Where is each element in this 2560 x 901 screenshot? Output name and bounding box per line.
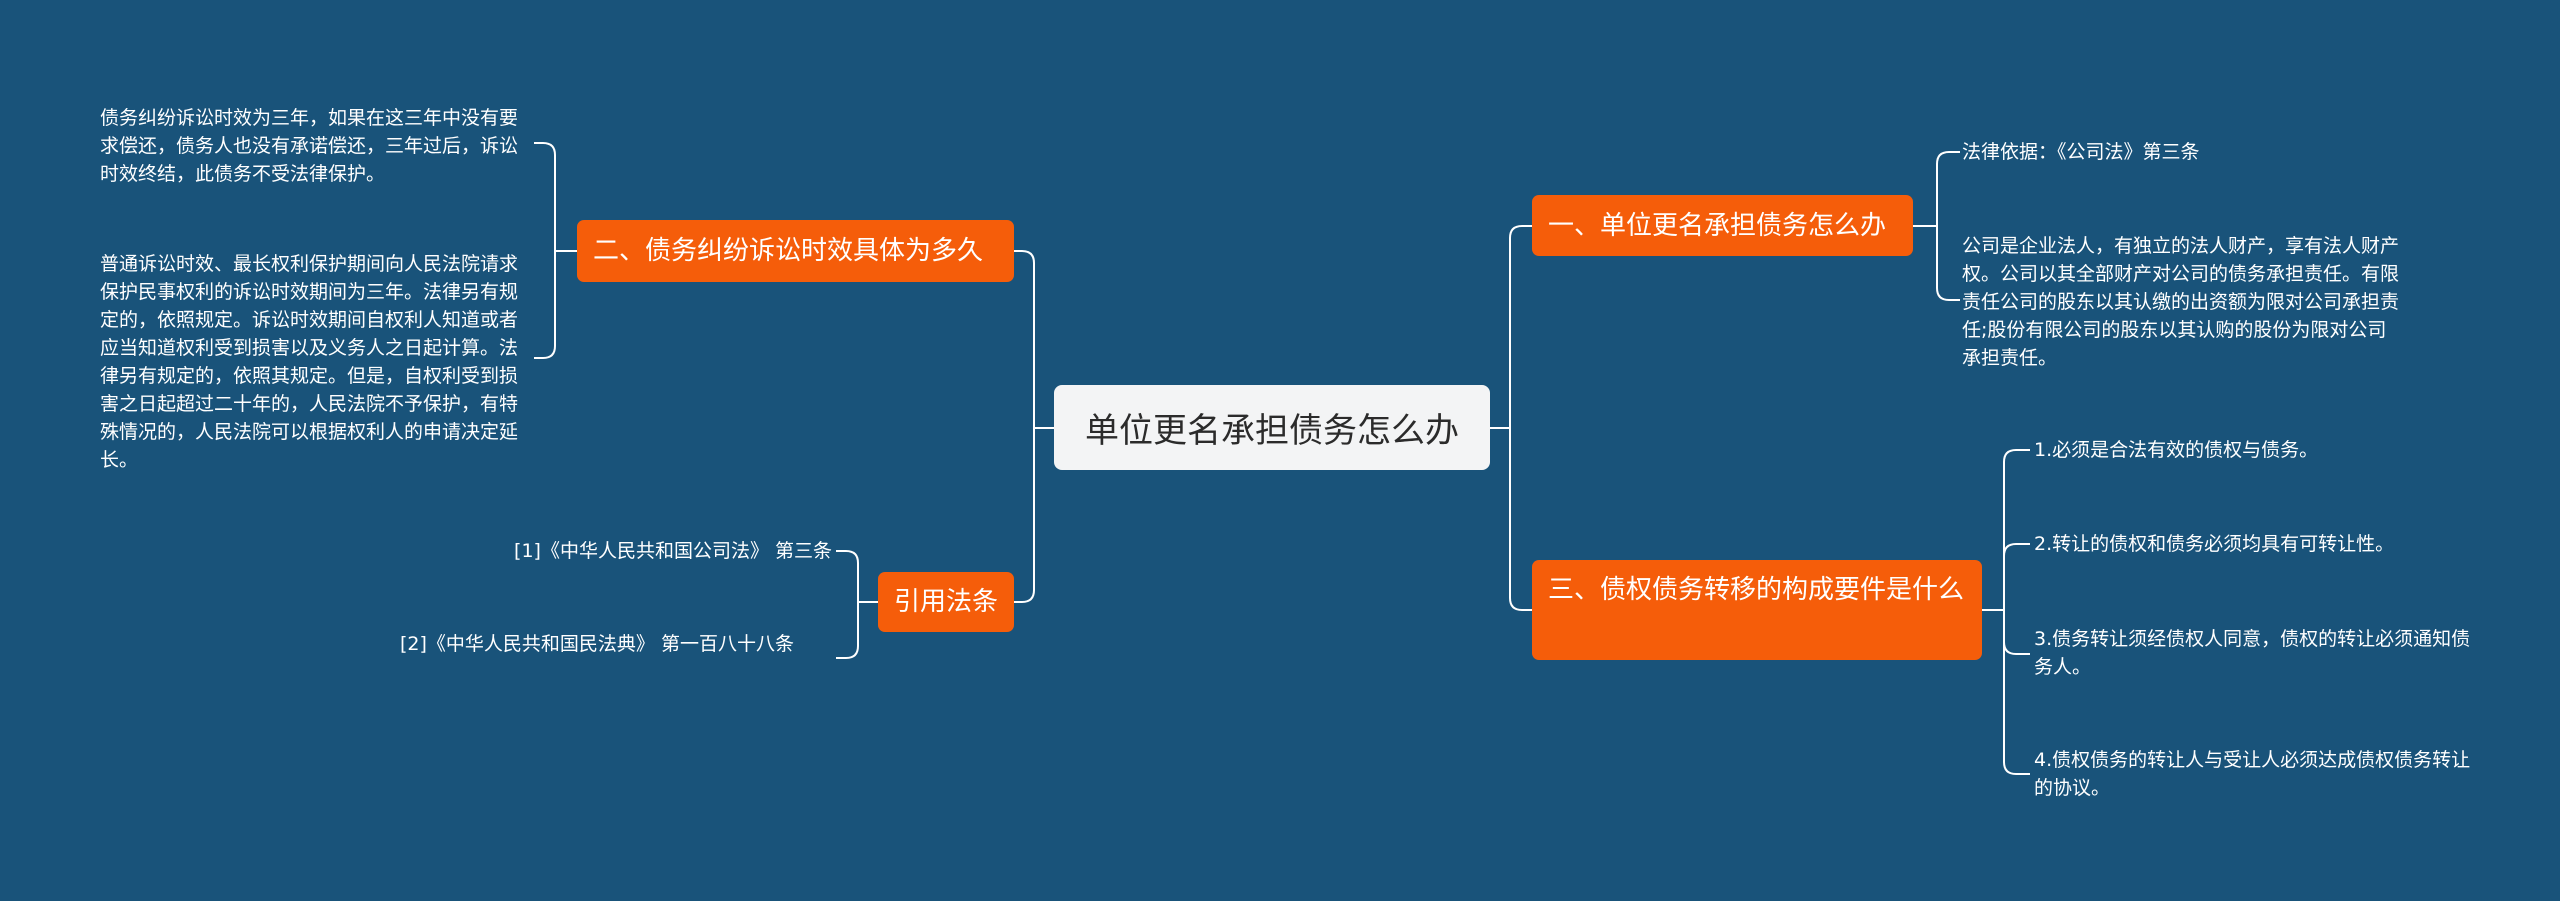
leaf-requirement-3: 3.债务转让须经债权人同意，债权的转让必须通知债务人。 <box>2034 628 2471 678</box>
branch-company-debt[interactable]: 一、单位更名承担债务怎么办 <box>1532 195 1913 256</box>
leaf-citation-1: [1]《中华人民共和国公司法》 第三条 <box>514 540 832 562</box>
connector-b2-leaf1 <box>534 142 577 252</box>
connector-b3-leaf4 <box>1982 609 2030 775</box>
connector-b3-leaf2 <box>1982 543 2030 611</box>
branch-transfer-requirements[interactable]: 三、债权债务转移的构成要件是什么 <box>1532 560 1982 660</box>
connector-root-b2 <box>1014 250 1054 429</box>
connector-root-b1 <box>1490 225 1532 429</box>
branch-label: 引用法条 <box>894 587 999 617</box>
branch-limitation-period[interactable]: 二、债务纠纷诉讼时效具体为多久 <box>577 220 1014 282</box>
connector-root-b4 <box>1014 427 1054 603</box>
connector-b3-leaf1 <box>1982 449 2030 611</box>
leaf-three-year-period: 债务纠纷诉讼时效为三年，如果在这三年中没有要求偿还，债务人也没有承诺偿还，三年过… <box>100 107 519 185</box>
root-topic[interactable]: 单位更名承担债务怎么办 <box>1054 385 1490 470</box>
branch-label: 二、债务纠纷诉讼时效具体为多久 <box>593 236 984 266</box>
root-topic-label: 单位更名承担债务怎么办 <box>1085 411 1459 451</box>
leaf-requirement-2: 2.转让的债权和债务必须均具有可转让性。 <box>2034 533 2395 555</box>
leaf-requirement-4: 4.债权债务的转让人与受让人必须达成债权债务转让的协议。 <box>2034 749 2471 799</box>
branch-label: 一、单位更名承担债务怎么办 <box>1548 210 1887 241</box>
connector-b4-leaf1 <box>836 550 878 603</box>
connector-b4-leaf2 <box>836 601 878 659</box>
leaf-ordinary-period: 普通诉讼时效、最长权利保护期间向人民法院请求保护民事权利的诉讼时效期间为三年。法… <box>100 253 519 471</box>
leaf-requirement-1: 1.必须是合法有效的债权与债务。 <box>2034 439 2319 461</box>
connector-root-b3 <box>1490 427 1532 611</box>
connector-b2-leaf2 <box>534 250 577 359</box>
connector-b1-leaf2 <box>1913 225 1960 301</box>
connector-b3-leaf3 <box>1982 609 2030 655</box>
branch-label: 三、债权债务转移的构成要件是什么 <box>1548 575 1965 605</box>
leaf-legal-basis: 法律依据：《公司法》第三条 <box>1962 141 2200 163</box>
branch-cited-laws[interactable]: 引用法条 <box>878 572 1014 632</box>
leaf-citation-2: [2]《中华人民共和国民法典》 第一百八十八条 <box>400 633 794 655</box>
connector-b1-leaf1 <box>1913 151 1960 227</box>
leaf-company-liability: 公司是企业法人，有独立的法人财产，享有法人财产权。公司以其全部财产对公司的债务承… <box>1962 235 2400 369</box>
